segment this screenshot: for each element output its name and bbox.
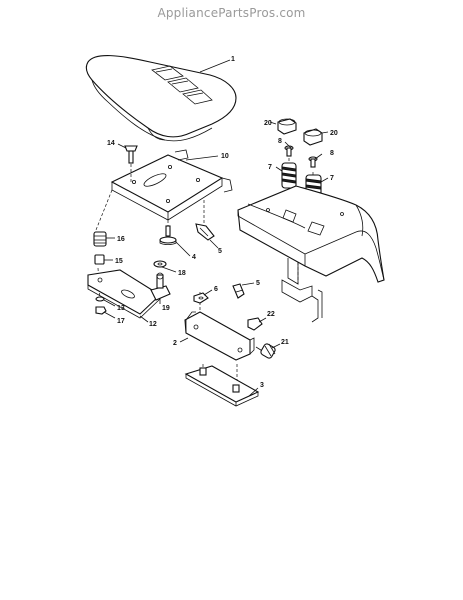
callout-19: 19 <box>162 305 170 312</box>
watermark: AppliancePartsPros.com <box>157 6 306 20</box>
callout-20-right: 20 <box>330 130 338 137</box>
nut-part-22 <box>247 317 263 331</box>
spring-part-7-left <box>281 162 297 189</box>
callout-13: 13 <box>117 305 125 312</box>
carriage-bolt-part-14 <box>124 145 138 164</box>
knob-part-19 <box>150 272 171 301</box>
callout-22: 22 <box>267 311 275 318</box>
callout-18: 18 <box>178 270 186 277</box>
spring-part-16 <box>93 231 107 247</box>
bumper-part-20-left <box>277 118 297 135</box>
callout-8-left: 8 <box>278 138 282 145</box>
bracket-part-2 <box>184 311 255 361</box>
clip-part-5-upper <box>195 223 215 241</box>
callout-3: 3 <box>260 382 264 389</box>
callout-20-left: 20 <box>264 120 272 127</box>
callout-21: 21 <box>281 339 289 346</box>
callout-14: 14 <box>107 140 115 147</box>
callout-labels: 1 14 10 20 20 8 8 7 7 16 15 4 5 18 12 19… <box>107 56 338 389</box>
callout-7-right: 7 <box>330 175 334 182</box>
bushing-part-13 <box>95 296 105 302</box>
callout-10: 10 <box>221 153 229 160</box>
callout-12: 12 <box>149 321 157 328</box>
lever-plate-part-12 <box>87 269 161 319</box>
seat-pan-part-10 <box>110 149 233 221</box>
bolt-part-8-left <box>284 145 294 157</box>
bumper-part-20-right <box>303 128 323 146</box>
tractor-fender <box>237 185 385 323</box>
callout-5-upper: 5 <box>218 248 222 255</box>
callout-16: 16 <box>117 236 125 243</box>
callout-4: 4 <box>192 254 196 261</box>
bolt-part-4 <box>159 225 177 245</box>
base-plate-part-3 <box>184 365 260 407</box>
bushing-part-15 <box>94 254 105 265</box>
clip-part-5-lower <box>232 283 245 299</box>
callout-2: 2 <box>173 340 177 347</box>
callout-1: 1 <box>231 56 235 63</box>
leader-lines <box>103 59 329 397</box>
nut-part-17 <box>95 306 107 315</box>
knob-bolt-part-21 <box>255 343 276 359</box>
nut-part-6 <box>193 292 209 304</box>
callout-8-right: 8 <box>330 150 334 157</box>
washer-part-18 <box>153 260 167 268</box>
callout-17: 17 <box>117 318 125 325</box>
callout-6: 6 <box>214 286 218 293</box>
seat-part-1 <box>85 55 237 142</box>
bolt-part-8-right <box>308 156 318 168</box>
callout-15: 15 <box>115 258 123 265</box>
callout-5-lower: 5 <box>256 280 260 287</box>
callout-7-left: 7 <box>268 164 272 171</box>
